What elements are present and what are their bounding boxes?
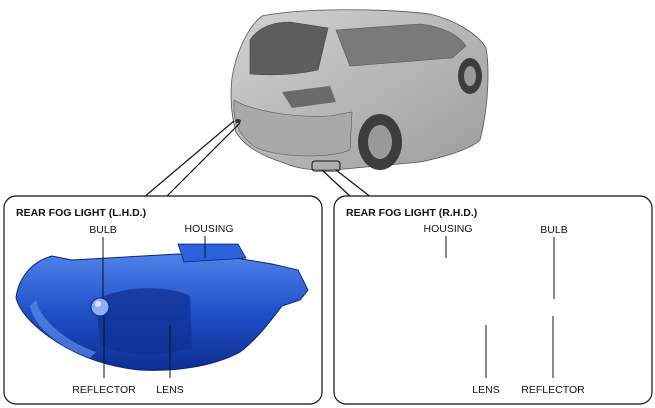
right-label-reflector: REFLECTOR [521,384,585,396]
panel-left: REAR FOG LIGHT (L.H.D.) BULB HOUSING REF… [3,195,323,405]
car-fog-light-left-spot [235,119,241,123]
right-label-bulb: BULB [540,224,567,236]
right-label-housing: HOUSING [423,223,472,235]
left-label-bulb: BULB [89,224,116,236]
left-label-housing: HOUSING [184,223,233,235]
left-label-reflector: REFLECTOR [72,384,136,396]
vehicle-rear-illustration [230,9,489,172]
car-fog-light-right-spot [311,160,341,172]
car-bumper [233,99,353,157]
fog-lamp-left [15,243,309,371]
panel-right-title: REAR FOG LIGHT (R.H.D.) [346,207,477,219]
car-side-window [335,23,467,67]
right-callout-lines [445,236,555,378]
left-callout-lines [102,236,206,378]
panel-left-title: REAR FOG LIGHT (L.H.D.) [16,207,146,219]
car-rear-window [249,21,329,76]
car-tail-light [282,86,336,108]
leader-lines [142,120,373,199]
left-label-lens: LENS [156,384,183,396]
panel-right-frame [333,195,653,405]
panel-right: REAR FOG LIGHT (R.H.D.) HOUSING BULB LEN… [333,195,653,405]
right-label-lens: LENS [472,384,499,396]
